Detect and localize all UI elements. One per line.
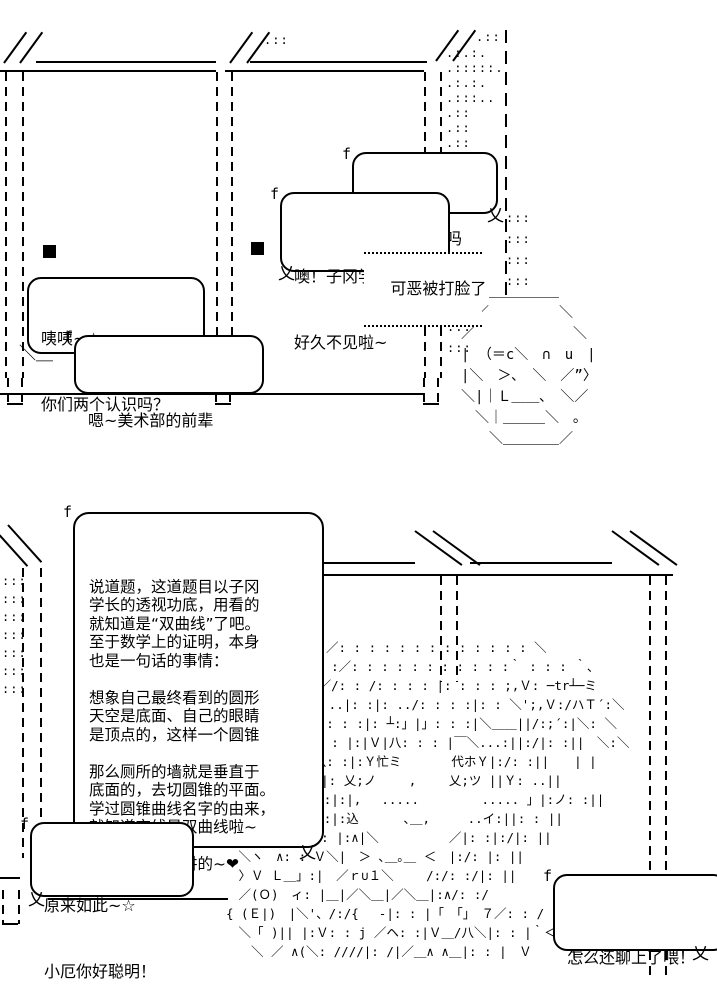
wall-lintel-line — [36, 61, 216, 63]
door-foot — [215, 403, 231, 405]
wall-dots-art: ::: ::: ::: ::: ::: ::: ::: — [2, 574, 27, 696]
stall-wall-edge — [649, 576, 651, 980]
bubble-corner-mark: f — [270, 185, 280, 203]
bubble-text: 嗯~美术部的前辈 — [88, 411, 214, 430]
door-foot — [2, 890, 4, 924]
stall-door-edge — [456, 576, 458, 682]
floor-line — [0, 393, 423, 395]
bubble-corner-mark: f — [342, 145, 352, 163]
door-foot — [437, 378, 439, 404]
bubble-corner-mark: f — [20, 815, 30, 833]
door-handle — [43, 245, 56, 258]
door-foot — [21, 378, 23, 404]
stall-door-edge — [440, 576, 442, 682]
wall-dots-art: .:: — [476, 30, 501, 44]
wall-dots-art: .:.:. .:::::. .:.:. .:::.. .:: .:: .:: — [446, 46, 504, 150]
stall-door-edge — [22, 568, 24, 858]
door-foot — [423, 403, 439, 405]
wall-header-line — [225, 70, 424, 72]
partition-line — [0, 877, 20, 879]
bubble-tail: 乂 — [487, 206, 504, 226]
bubble-corner-mark: f — [64, 328, 74, 346]
door-foot — [18, 890, 20, 924]
bubble-tail: 乂 — [28, 890, 45, 910]
door-foot — [7, 378, 9, 404]
speech-bubble-art-club: f 嗯~美术部的前辈 — [64, 328, 264, 430]
partition-line — [48, 898, 228, 900]
bubble-text: 你们两个认识吗？ — [41, 395, 170, 414]
wall-header-line — [296, 574, 673, 576]
bubble-tail: 乂 — [278, 264, 295, 284]
bubble-corner-mark: f — [63, 503, 73, 521]
wall-lintel-line — [250, 61, 427, 63]
wall-hatch — [7, 524, 43, 563]
bubble-tail: ＼＿ — [19, 344, 53, 364]
mutter-bubble-slapped: 可恶被打脸了 — [364, 252, 486, 327]
stall-door-edge — [40, 568, 42, 858]
bubble-text: 怎么还聊上了喂！ — [567, 948, 696, 967]
wall-dots-art: .:: — [264, 33, 289, 47]
speech-bubble-so-smart: f 原来如此~☆ 小厄你好聪明！ 乂 — [20, 815, 194, 981]
bubble-tail: 乂 — [299, 842, 316, 863]
wall-header-line — [470, 562, 612, 564]
mutter-text: 可恶被打脸了 — [390, 279, 487, 298]
stall-wall-edge — [505, 30, 507, 302]
speech-bubble-hyperbola-explanation: f 说道题，这道题目以子冈 学长的透视功底，用看的 就知道是“双曲线”了吧。 至… — [63, 503, 324, 873]
bubble-tail: 乂 — [692, 944, 709, 964]
stall-door-edge — [216, 72, 218, 378]
bubble-corner-mark: f — [543, 867, 553, 885]
wall-header-line — [0, 70, 216, 72]
stall-wall-edge — [665, 576, 667, 980]
door-foot — [7, 403, 23, 405]
stall-door-edge — [22, 72, 24, 378]
stall-door-edge — [231, 72, 233, 378]
bubble-text: 小厄你好聪明！ — [44, 962, 157, 981]
bubble-text: 好久不见啦~ — [294, 333, 388, 352]
wall-dots-art: ::: ::: ::: ::: — [506, 211, 531, 288]
door-foot — [423, 378, 425, 404]
door-handle — [251, 242, 264, 255]
bubble-text: 原来如此~☆ — [44, 896, 136, 915]
door-foot — [2, 923, 18, 925]
wall-header-line — [296, 562, 415, 564]
stall-door-edge — [5, 72, 7, 378]
speech-bubble-mens-room: f 怎么还聊上了喂！ 这里姑且是男厕欧 乂 — [543, 867, 717, 967]
